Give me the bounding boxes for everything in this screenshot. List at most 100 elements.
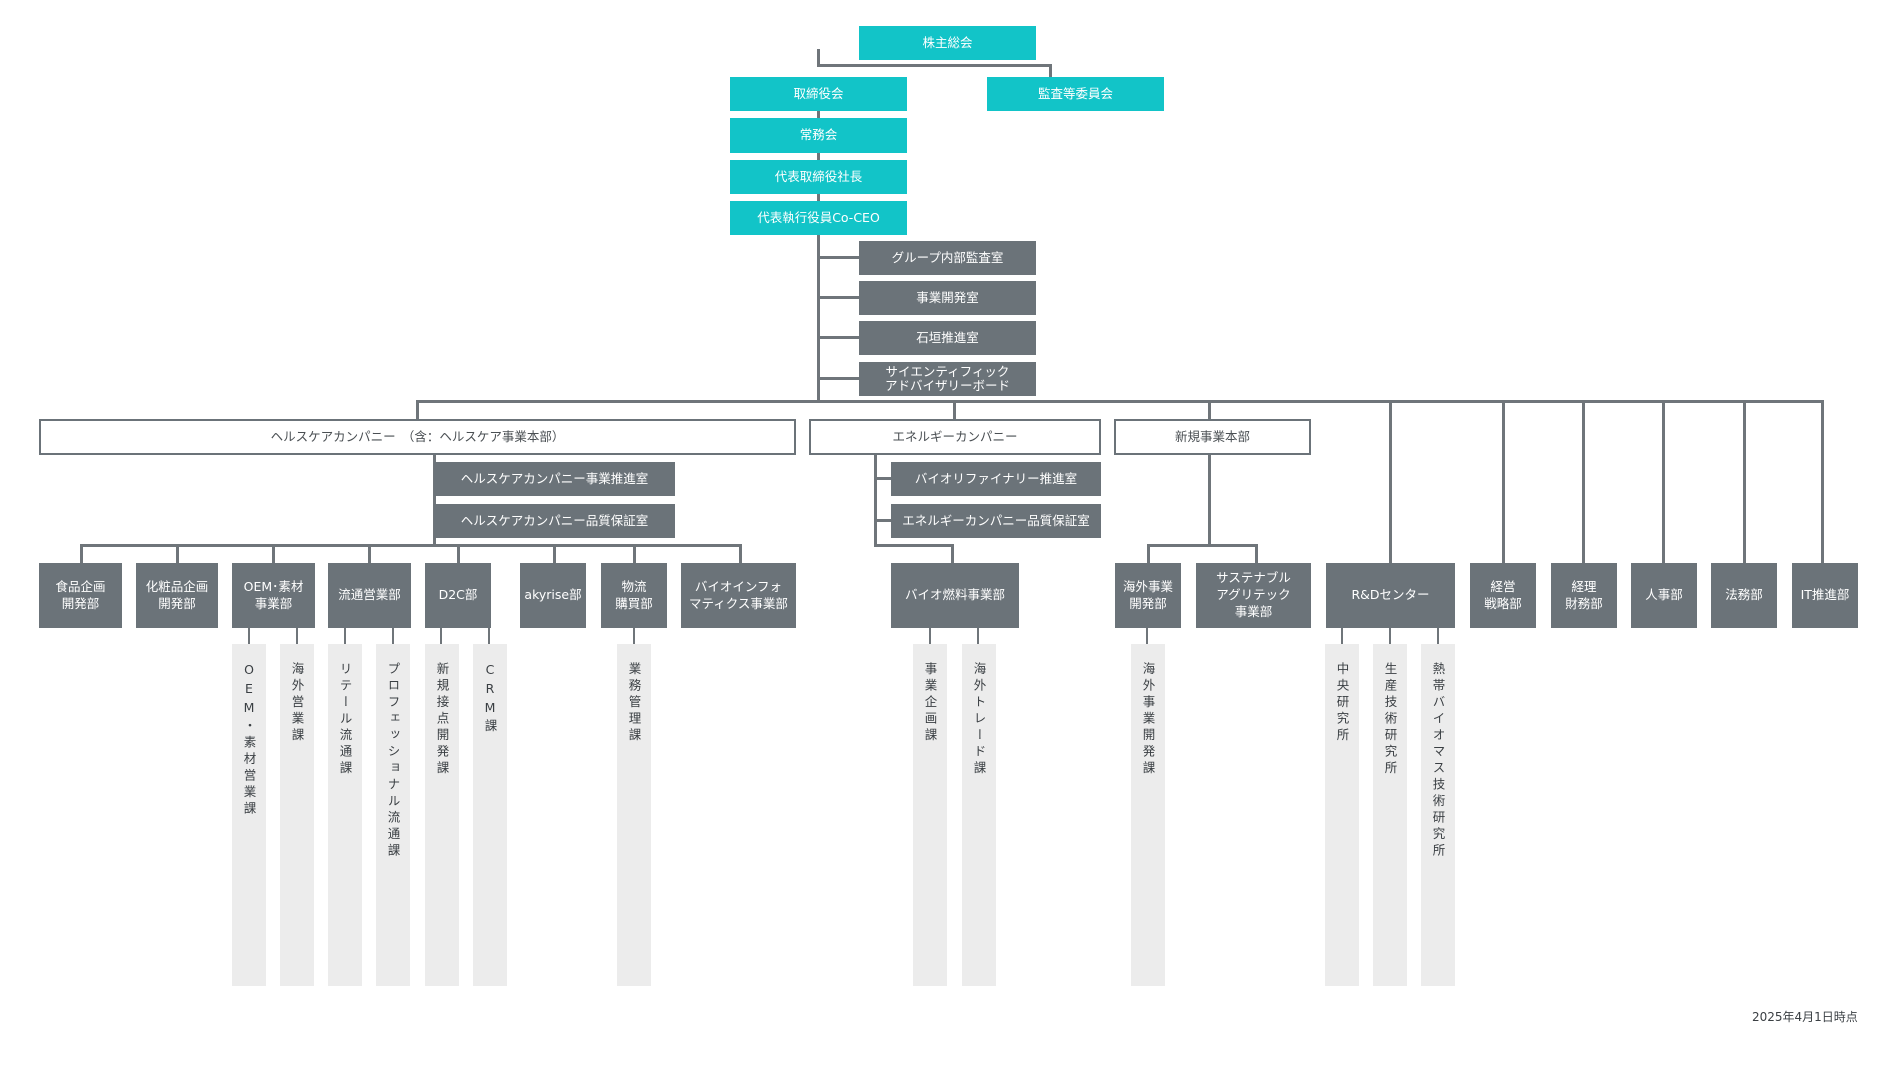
node-energy-company: エネルギーカンパニー (809, 419, 1101, 455)
connector-line (392, 626, 394, 644)
node-biorefinery-promotion-office: バイオリファイナリー推進室 (891, 462, 1101, 496)
node-sustainable-agritech-business-dept: サステナブル アグリテック 事業部 (1196, 563, 1311, 628)
connector-line (80, 544, 83, 564)
node-healthcare-business-promotion-office: ヘルスケアカンパニー事業推進室 (434, 462, 675, 496)
node-food-planning-dev-dept: 食品企画 開発部 (39, 563, 122, 628)
node-distribution-sales-dept: 流通営業部 (328, 563, 411, 628)
connector-line (553, 544, 556, 564)
node-executive-committee: 常務会 (730, 118, 907, 153)
connector-line (1147, 544, 1258, 547)
node-audit-committee: 監査等委員会 (987, 77, 1164, 111)
node-accounting-finance-dept: 経理 財務部 (1551, 563, 1617, 628)
connector-line (1582, 400, 1585, 564)
connector-line (1389, 400, 1392, 564)
connector-line (1662, 400, 1665, 564)
section-crm: CRM課 (473, 644, 507, 986)
section-label: プロフェッショナル流通課 (385, 662, 401, 860)
connector-line (368, 544, 371, 564)
section-label: 新規接点開発課 (434, 662, 450, 778)
node-human-resources-dept: 人事部 (1631, 563, 1697, 628)
connector-line (176, 544, 179, 564)
node-board-of-directors: 取締役会 (730, 77, 907, 111)
connector-line (296, 626, 298, 644)
connector-line (272, 544, 275, 564)
connector-line (1208, 453, 1211, 547)
node-new-business-division: 新規事業本部 (1114, 419, 1311, 455)
node-overseas-business-dev-dept: 海外事業 開発部 (1115, 563, 1181, 628)
as-of-date: 2025年4月1日時点 (1752, 1010, 1858, 1024)
section-oem-materials-sales: OEM・素材営業課 (232, 644, 266, 986)
section-business-management: 業務管理課 (617, 644, 651, 986)
section-new-touchpoint-dev: 新規接点開発課 (425, 644, 459, 986)
node-group-internal-audit-office: グループ内部監査室 (859, 241, 1036, 275)
connector-line (1821, 400, 1824, 564)
section-label: 中央研究所 (1334, 662, 1350, 745)
node-d2c-dept: D2C部 (425, 563, 491, 628)
connector-line (1437, 626, 1439, 644)
section-label: OEM・素材営業課 (241, 662, 257, 818)
section-label: 生産技術研究所 (1382, 662, 1398, 778)
connector-line (817, 377, 859, 380)
node-biofuel-business-dept: バイオ燃料事業部 (891, 563, 1019, 628)
connector-line (344, 626, 346, 644)
connector-line (929, 626, 931, 644)
connector-line (633, 626, 635, 644)
connector-line (1389, 626, 1391, 644)
connector-line (1341, 626, 1343, 644)
node-ishigaki-promotion-office: 石垣推進室 (859, 321, 1036, 355)
section-label: CRM課 (482, 662, 498, 736)
connector-line (633, 544, 636, 564)
node-logistics-purchasing-dept: 物流 購買部 (601, 563, 667, 628)
node-president: 代表取締役社長 (730, 160, 907, 194)
connector-line (874, 519, 892, 522)
connector-line (874, 544, 954, 547)
connector-line (817, 296, 859, 299)
connector-line (1502, 400, 1505, 564)
connector-line (953, 400, 956, 420)
section-tropical-biomass-lab: 熱帯バイオマス技術研究所 (1421, 644, 1455, 986)
section-central-research-lab: 中央研究所 (1325, 644, 1359, 986)
connector-line (1255, 544, 1258, 564)
connector-line (1147, 544, 1150, 564)
section-retail-distribution: リテール流通課 (328, 644, 362, 986)
node-rd-center: R&Dセンター (1326, 563, 1455, 628)
section-label: 海外トレード課 (971, 662, 987, 778)
node-co-ceo: 代表執行役員Co-CEO (730, 201, 907, 235)
connector-line (416, 400, 419, 420)
section-label: 事業企画課 (922, 662, 938, 745)
connector-line (80, 544, 742, 547)
connector-line (1743, 400, 1746, 564)
connector-line (977, 626, 979, 644)
section-professional-distribution: プロフェッショナル流通課 (376, 644, 410, 986)
section-overseas-business-dev: 海外事業開発課 (1131, 644, 1165, 986)
connector-line (817, 49, 820, 64)
connector-line (1146, 626, 1148, 644)
section-label: 海外事業開発課 (1140, 662, 1156, 778)
node-akyrise-dept: akyrise部 (520, 563, 586, 628)
section-production-tech-lab: 生産技術研究所 (1373, 644, 1407, 986)
node-business-development-office: 事業開発室 (859, 281, 1036, 315)
connector-line (248, 626, 250, 644)
connector-line (1049, 64, 1052, 78)
connector-line (1208, 400, 1211, 420)
node-healthcare-quality-assurance-office: ヘルスケアカンパニー品質保証室 (434, 504, 675, 538)
node-legal-dept: 法務部 (1711, 563, 1777, 628)
node-bioinformatics-business-dept: バイオインフォ マティクス事業部 (681, 563, 796, 628)
node-it-promotion-dept: IT推進部 (1792, 563, 1858, 628)
section-label: リテール流通課 (337, 662, 353, 778)
node-scientific-advisory-board: サイエンティフィック アドバイザリーボード (859, 362, 1036, 396)
connector-line (433, 453, 436, 547)
section-label: 熱帯バイオマス技術研究所 (1430, 662, 1446, 860)
connector-line (440, 626, 442, 644)
node-healthcare-company: ヘルスケアカンパニー （含：ヘルスケア事業本部） (39, 419, 796, 455)
connector-line (874, 477, 892, 480)
connector-line (817, 256, 859, 259)
section-overseas-trade: 海外トレード課 (962, 644, 996, 986)
connector-line (457, 544, 460, 564)
section-overseas-sales: 海外営業課 (280, 644, 314, 986)
connector-line (739, 544, 742, 564)
connector-line (488, 626, 490, 644)
node-shareholders-meeting: 株主総会 (859, 26, 1036, 60)
node-oem-materials-business-dept: OEM･素材 事業部 (232, 563, 315, 628)
